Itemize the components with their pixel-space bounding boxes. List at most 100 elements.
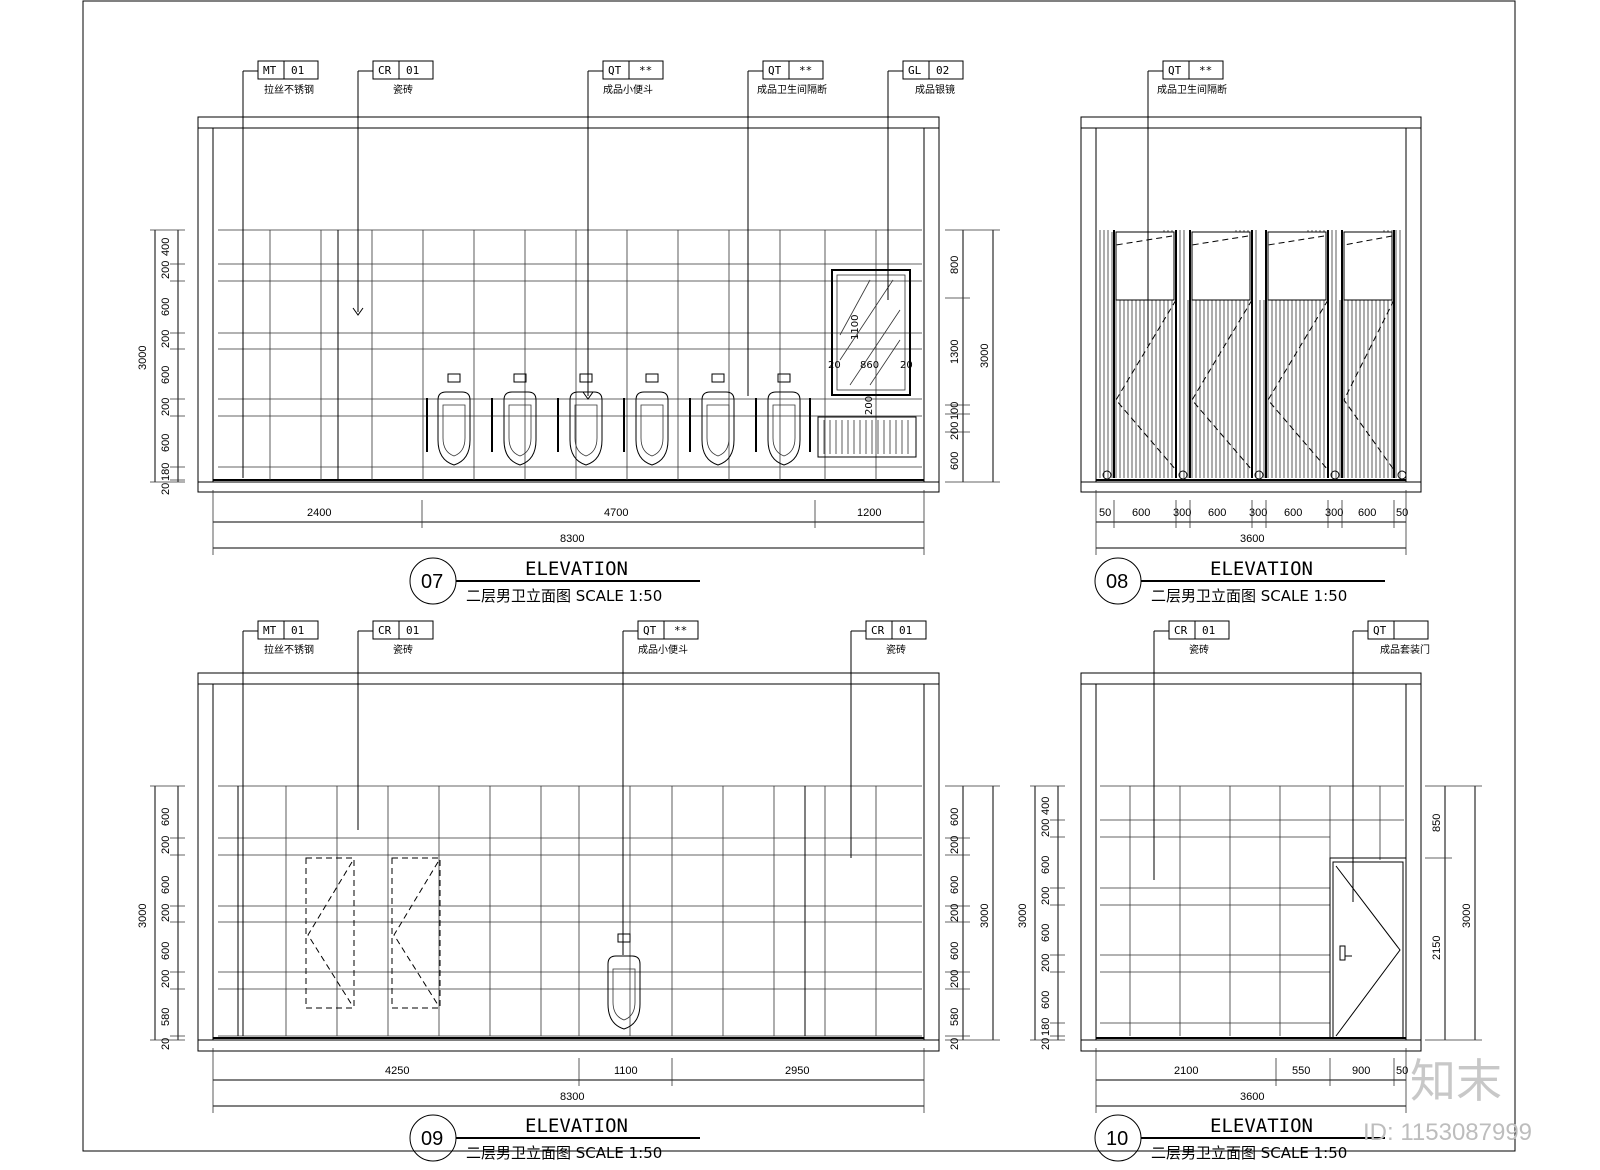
svg-text:2150: 2150 [1431,936,1443,960]
door [1329,857,1407,1039]
dim-bottom: 2100 550 900 50 3600 [1095,1048,1408,1113]
svg-text:4700: 4700 [604,507,628,519]
svg-text:200: 200 [160,398,172,416]
svg-text:200: 200 [160,330,172,348]
svg-text:CR: CR [1174,624,1188,637]
svg-text:01: 01 [406,64,419,77]
svg-text:02: 02 [936,64,949,77]
svg-text:600: 600 [160,366,172,384]
svg-text:300: 300 [1325,507,1343,519]
svg-text:QT: QT [768,64,782,77]
svg-text:400: 400 [160,238,172,256]
svg-text:580: 580 [160,1008,172,1026]
material-tag: CR 01 瓷砖 [358,620,434,656]
svg-text:QT: QT [1373,624,1387,637]
dim-right: 850 2150 3000 [1425,785,1482,1041]
svg-text:8300: 8300 [560,1091,584,1103]
svg-text:600: 600 [160,434,172,452]
material-tag: QT ** 成品卫生间隔断 [1148,60,1227,96]
svg-text:600: 600 [160,942,172,960]
svg-text:20: 20 [949,1038,961,1050]
dim-left: 400 200 600 200 600 200 600 180 20 3000 [1017,785,1065,1050]
svg-text:01: 01 [1202,624,1215,637]
tag-leaders [242,631,852,1036]
svg-text:8300: 8300 [560,533,584,545]
svg-text:800: 800 [949,256,961,274]
svg-text:成品银镜: 成品银镜 [915,83,955,96]
material-tag: QT ** 成品卫生间隔断 [748,60,827,96]
svg-text:200: 200 [160,836,172,854]
svg-text:2400: 2400 [307,507,331,519]
urinal [767,373,801,466]
svg-text:600: 600 [1040,991,1052,1009]
urinal [437,373,471,466]
svg-text:CR: CR [378,624,392,637]
svg-text:4250: 4250 [385,1065,409,1077]
svg-text:瓷砖: 瓷砖 [886,643,906,656]
mirror-label-w: 860 [860,360,879,371]
svg-text:600: 600 [160,808,172,826]
svg-text:1100: 1100 [614,1065,638,1077]
elevation-09: MT 01 拉丝不锈钢 CR 01 瓷砖 QT ** 成品小便斗 CR 01 瓷… [137,620,1000,1162]
svg-text:200: 200 [160,261,172,279]
svg-text:200: 200 [160,970,172,988]
svg-text:200: 200 [1040,954,1052,972]
room-outline [197,116,940,493]
svg-text:2100: 2100 [1174,1065,1198,1077]
svg-text:200: 200 [949,970,961,988]
svg-text:拉丝不锈钢: 拉丝不锈钢 [264,83,314,96]
material-tag: CR 01 瓷砖 [358,60,434,96]
svg-text:二层男卫立面图 SCALE 1:50: 二层男卫立面图 SCALE 1:50 [466,1144,662,1162]
svg-text:20: 20 [160,483,172,495]
svg-text:1200: 1200 [857,507,881,519]
dim-left: 400 200 600 200 600 200 600 180 20 3000 [137,229,185,495]
material-tag: GL 02 成品银镜 [888,60,964,96]
svg-text:3000: 3000 [979,344,991,368]
svg-text:180: 180 [1040,1018,1052,1036]
door-handle [1339,945,1346,961]
svg-text:**: ** [799,64,812,77]
sheet-border [82,0,1516,1152]
svg-text:600: 600 [949,808,961,826]
mirror-label-h: 1100 [850,315,861,340]
tile-grid [218,785,922,1037]
svg-text:200: 200 [949,422,961,440]
material-tag: QT ** 成品小便斗 [623,620,699,656]
svg-text:成品套装门: 成品套装门 [1380,643,1430,656]
material-tag: QT 成品套装门 [1353,620,1430,656]
material-tag: CR 01 瓷砖 [851,620,927,656]
svg-text:3600: 3600 [1240,533,1264,545]
svg-text:**: ** [674,624,687,637]
svg-text:300: 300 [1249,507,1267,519]
urinal [569,373,603,466]
watermark-logo: 知末 [1410,1054,1502,1108]
svg-text:MT: MT [263,64,277,77]
svg-text:二层男卫立面图 SCALE 1:50: 二层男卫立面图 SCALE 1:50 [466,587,662,605]
elevation-08: QT ** 成品卫生间隔断 50 600 300 600 300 600 300… [1080,60,1422,605]
svg-text:20: 20 [160,1038,172,1050]
svg-text:600: 600 [949,876,961,894]
svg-text:580: 580 [949,1008,961,1026]
material-tag: MT 01 拉丝不锈钢 [243,620,319,656]
svg-text:瓷砖: 瓷砖 [393,83,413,96]
svg-text:09: 09 [421,1128,443,1150]
svg-text:3600: 3600 [1240,1091,1264,1103]
svg-text:600: 600 [949,942,961,960]
svg-text:ELEVATION: ELEVATION [525,1115,628,1137]
svg-text:600: 600 [949,452,961,470]
urinal [607,933,641,1030]
door-panel [305,857,355,1009]
svg-text:600: 600 [1284,507,1302,519]
svg-text:600: 600 [1040,856,1052,874]
svg-text:ELEVATION: ELEVATION [525,558,628,580]
dim-left: 600 200 600 200 600 200 580 20 3000 [137,785,185,1050]
svg-text:3000: 3000 [1017,904,1029,928]
mirror-label-a: 20 [828,360,841,371]
mirror-label-c: 200 [864,396,875,415]
svg-text:3000: 3000 [1461,904,1473,928]
tag-leaders [242,71,889,478]
svg-text:01: 01 [899,624,912,637]
svg-text:1300: 1300 [949,340,961,364]
dim-bottom: 4250 1100 2950 8300 [212,1048,925,1113]
